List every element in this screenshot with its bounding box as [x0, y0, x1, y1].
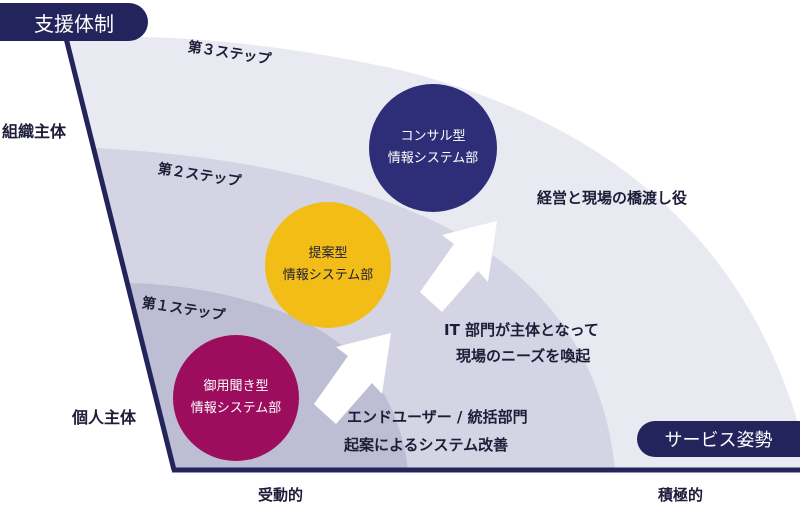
circle-proposal-bg: [265, 202, 391, 328]
consult-type-label: コンサル型: [400, 129, 466, 144]
support-badge: 支援体制: [0, 3, 148, 41]
circle-order: 御用聞き型 情報システム部: [173, 335, 299, 461]
axis-label-passive: 受動的: [258, 486, 304, 504]
arrow-up-right-2: [420, 221, 497, 312]
arrow-up-right-1: [314, 333, 391, 424]
circle-consult-bg: [369, 84, 497, 212]
y-axis-line: [63, 37, 177, 471]
proposal-dept-label: 情報システム部: [282, 268, 374, 283]
consult-dept-label: 情報システム部: [387, 151, 479, 166]
order-dept-label: 情報システム部: [190, 401, 282, 416]
circle-proposal: 提案型 情報システム部: [265, 202, 391, 328]
note-user-line2: 起案によるシステム改善: [344, 436, 509, 454]
axis-label-organization: 組織主体: [2, 122, 67, 141]
axis-label-individual: 個人主体: [72, 408, 137, 427]
circle-consult: コンサル型 情報システム部: [369, 84, 497, 212]
circle-order-bg: [173, 335, 299, 461]
proposal-type-label: 提案型: [308, 246, 348, 261]
note-it-line2: 現場のニーズを喚起: [456, 347, 591, 365]
note-user-line1: エンドユーザー / 統括部門: [347, 408, 528, 426]
order-type-label: 御用聞き型: [203, 379, 269, 394]
note-bridge: 経営と現場の橋渡し役: [537, 189, 688, 207]
service-badge: サービス姿勢: [637, 421, 800, 457]
note-it-line1: IT 部門が主体となって: [444, 321, 599, 339]
axis-label-active: 積極的: [658, 486, 704, 504]
